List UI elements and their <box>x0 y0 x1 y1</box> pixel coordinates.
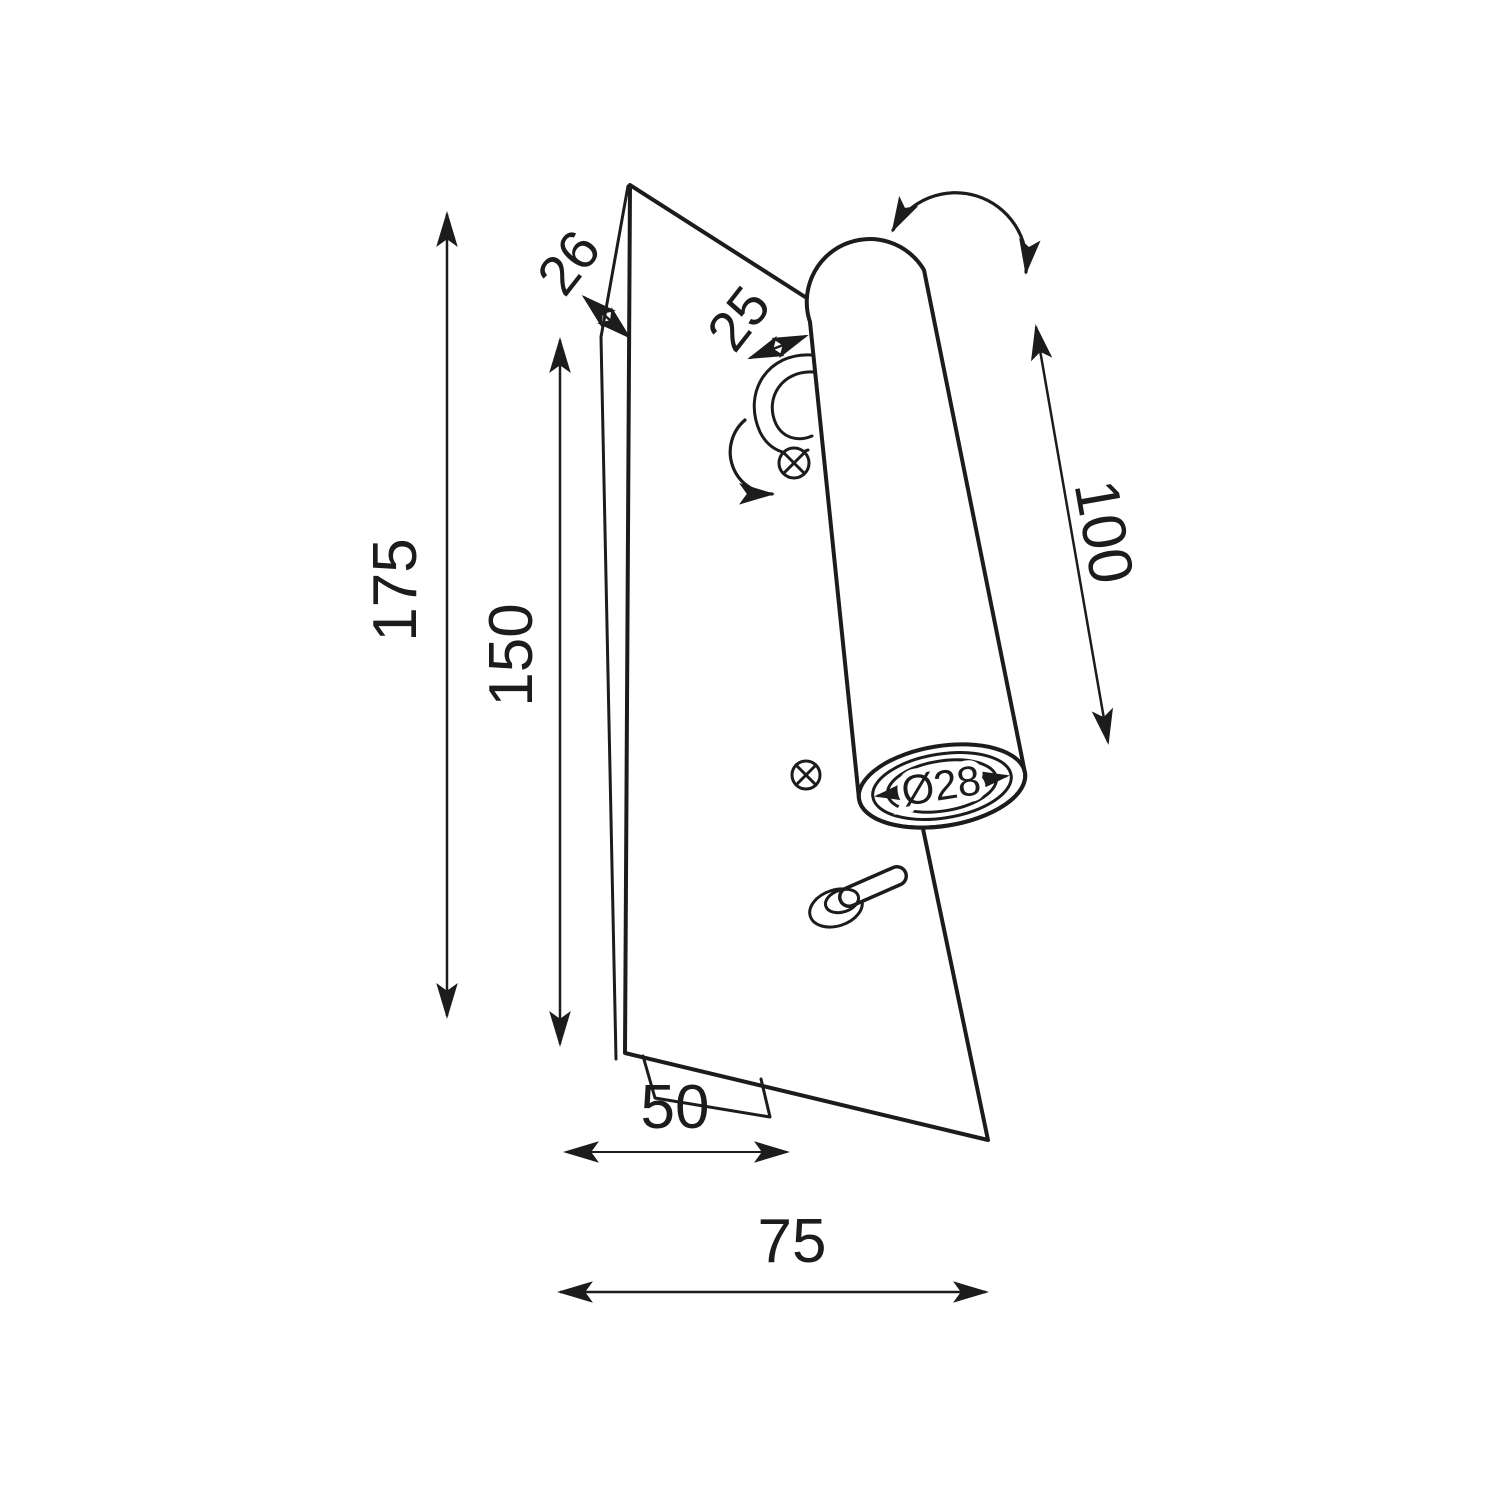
bracket-screw <box>777 446 811 480</box>
screw-cross-line <box>794 763 818 787</box>
dimension-line-25 <box>747 334 809 360</box>
dimension-line-diameter-28 <box>874 770 1010 802</box>
dimension-label-tube-length: 100 <box>1061 475 1147 589</box>
dimension-label-overall-height: 175 <box>361 538 430 641</box>
head-rotation-arrow <box>891 191 1041 275</box>
backplate-wall-edge <box>599 335 618 1061</box>
switch-collar <box>823 887 861 915</box>
wall-backplate <box>599 183 990 1142</box>
dimension-lines <box>436 211 1114 1303</box>
rotation-arrows <box>728 191 1041 505</box>
dimension-label-overall-width: 75 <box>758 1207 827 1276</box>
spot-face-middle-ring <box>871 751 1013 821</box>
toggle-switch <box>808 865 908 929</box>
dimension-label-backplate-height: 150 <box>477 603 546 706</box>
spot-cylinder <box>804 237 1028 830</box>
dimension-label-backplate-depth: 26 <box>524 218 612 306</box>
dimension-label-base-depth: 50 <box>641 1073 710 1142</box>
backplate-front-face <box>623 183 990 1142</box>
bracket-rotation-arrow <box>728 418 775 505</box>
spot-face-outer-ring <box>856 742 1028 830</box>
dimension-line-26 <box>581 295 632 339</box>
dimension-line-100 <box>1030 324 1114 745</box>
backplate-bottom-foot <box>641 1054 772 1119</box>
bracket-inner-curve <box>770 370 816 441</box>
screw-cross-line <box>782 451 806 475</box>
plate-screw <box>790 759 822 791</box>
